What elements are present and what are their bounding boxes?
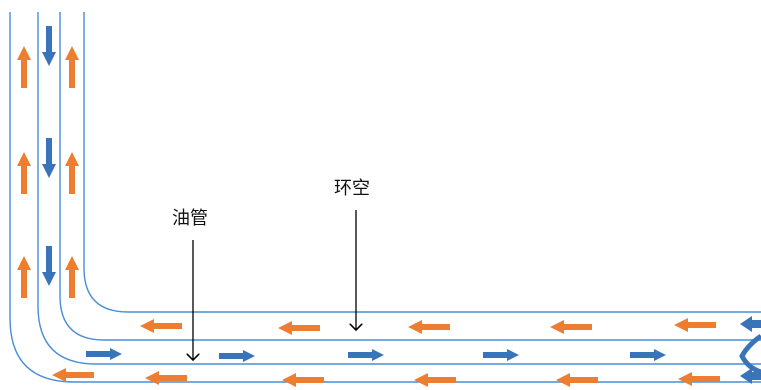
annulus-up-arrow bbox=[65, 152, 79, 194]
tubing-outer-wall bbox=[37, 12, 761, 365]
tubing-down-arrow bbox=[42, 246, 56, 286]
annulus-up-arrow bbox=[17, 46, 31, 88]
tubing-right-arrow bbox=[86, 348, 122, 360]
annulus-left-arrow bbox=[556, 373, 598, 387]
annulus-up-arrow bbox=[65, 256, 79, 298]
annulus-left-arrow bbox=[282, 373, 324, 387]
annulus-left-arrow bbox=[145, 371, 187, 385]
tubing-right-arrow bbox=[219, 350, 255, 362]
tubing-right-arrow bbox=[483, 349, 519, 361]
return-arrow-upper bbox=[740, 316, 761, 332]
outer-casing-wall bbox=[9, 12, 761, 383]
vertical-flow-arrows bbox=[17, 26, 79, 298]
bit-return-flow bbox=[739, 316, 761, 384]
annulus-left-arrow bbox=[278, 321, 320, 335]
annulus-label: 环空 bbox=[334, 178, 370, 199]
tubing-down-arrow bbox=[42, 138, 56, 178]
horizontal-flow-arrows bbox=[52, 318, 720, 387]
annulus-left-arrow bbox=[550, 320, 592, 334]
annulus-up-arrow bbox=[17, 256, 31, 298]
annulus-left-arrow bbox=[678, 372, 720, 386]
tubing-down-arrow bbox=[42, 26, 56, 66]
annulus-left-arrow bbox=[52, 368, 94, 382]
return-arrow-lower bbox=[740, 368, 761, 384]
pipe-walls bbox=[9, 12, 761, 383]
annulus-left-arrow bbox=[674, 318, 716, 332]
return-curve-arrow bbox=[739, 333, 761, 375]
tubing-right-arrow bbox=[630, 349, 666, 361]
inner-casing-wall bbox=[83, 12, 761, 313]
annulus-up-arrow bbox=[17, 152, 31, 194]
annulus-left-arrow bbox=[414, 373, 456, 387]
annulus-up-arrow bbox=[65, 46, 79, 88]
annulus-left-arrow bbox=[140, 319, 182, 333]
tubing-label: 油管 bbox=[172, 208, 208, 229]
tubing-right-arrow bbox=[348, 349, 384, 361]
tubing-inner-wall bbox=[59, 12, 761, 341]
annulus-left-arrow bbox=[408, 320, 450, 334]
